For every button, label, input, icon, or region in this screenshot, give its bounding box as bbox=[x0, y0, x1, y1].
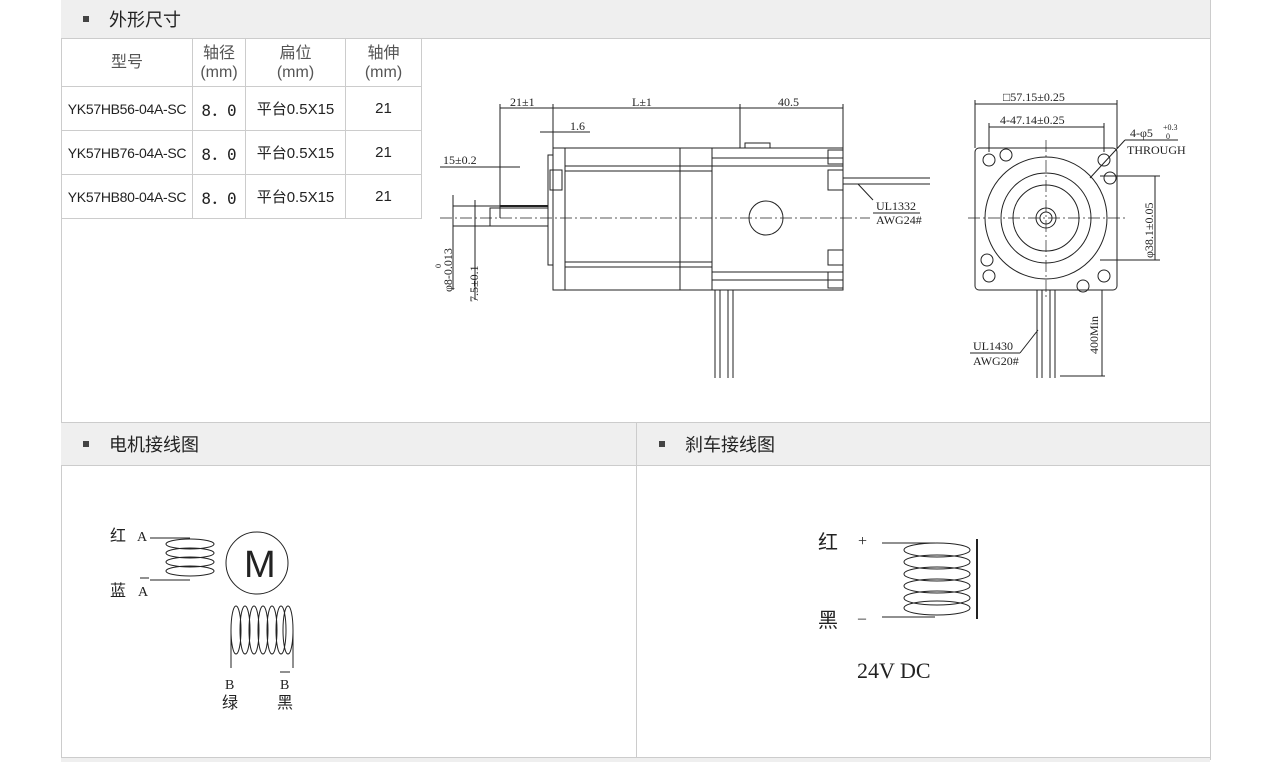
brake-voltage-label: 24V DC bbox=[857, 658, 931, 683]
col-shaft-len: 轴伸(mm) bbox=[345, 38, 422, 87]
dim-flat-depth: 7.5±0.1 bbox=[467, 265, 481, 302]
dim-lead-length: 400Min bbox=[1087, 316, 1101, 354]
wire-blue-label: 蓝 bbox=[110, 582, 126, 600]
brake-wire-black-label: 黑 bbox=[818, 610, 838, 632]
brake-wire-red-label: 红 bbox=[818, 531, 838, 554]
dim-boss: φ38.1±0.05 bbox=[1142, 202, 1156, 258]
section-title: 外形尺寸 bbox=[109, 10, 181, 30]
motor-front-view bbox=[968, 100, 1178, 378]
divider bbox=[636, 465, 637, 757]
bullet-icon bbox=[83, 16, 89, 22]
content-frame bbox=[61, 0, 1211, 760]
motor-wiring-diagram bbox=[140, 531, 294, 673]
bullet-icon bbox=[83, 441, 89, 447]
dim-square: □57.15±0.25 bbox=[1003, 90, 1065, 104]
table-header-row: 型号 轴径(mm) 扁位(mm) 轴伸(mm) bbox=[61, 38, 422, 87]
dim-rear-length: 40.5 bbox=[778, 95, 799, 109]
section-header-dimensions: 外形尺寸 bbox=[61, 0, 1210, 39]
motor-side-view bbox=[440, 104, 930, 378]
section-header-motor-wiring: 电机接线图 bbox=[61, 422, 637, 466]
brake-wiring-diagram bbox=[882, 539, 978, 619]
bullet-icon bbox=[659, 441, 665, 447]
section-header-brake-wiring: 刹车接线图 bbox=[636, 422, 1210, 466]
cable1-type: UL1332 bbox=[876, 199, 916, 213]
wire-green-label: 绿 bbox=[222, 694, 238, 712]
col-model: 型号 bbox=[61, 38, 193, 87]
svg-text:+0.3: +0.3 bbox=[1163, 123, 1178, 132]
cable1-awg: AWG24# bbox=[876, 213, 922, 227]
phase-b-label: B bbox=[225, 678, 234, 693]
cable2-type: UL1430 bbox=[973, 339, 1013, 353]
dim-hole-spacing: 4-47.14±0.25 bbox=[1000, 113, 1065, 127]
dim-through: THROUGH bbox=[1127, 143, 1186, 157]
dim-flat: 15±0.2 bbox=[443, 153, 477, 167]
phase-a-bar-label: A bbox=[138, 585, 149, 600]
brake-plus-label: + bbox=[858, 533, 867, 550]
svg-text:0: 0 bbox=[434, 264, 443, 268]
dim-shaft-dia: φ8-0.013 bbox=[441, 248, 455, 292]
dim-flange: 1.6 bbox=[570, 119, 585, 133]
divider bbox=[61, 757, 1210, 762]
cable2-awg: AWG20# bbox=[973, 354, 1019, 368]
dim-shaft-length: 21±1 bbox=[510, 95, 535, 109]
col-flat: 扁位(mm) bbox=[245, 38, 346, 87]
dim-body-length: L±1 bbox=[632, 95, 652, 109]
svg-text:0: 0 bbox=[1166, 132, 1170, 141]
brake-minus-label: – bbox=[857, 610, 867, 627]
phase-b-bar-label: B bbox=[280, 678, 289, 693]
wire-black-label: 黑 bbox=[277, 695, 293, 712]
dim-hole-dia: 4-φ5 bbox=[1130, 126, 1153, 140]
phase-a-label: A bbox=[137, 530, 148, 545]
wire-red-label: 红 bbox=[110, 527, 126, 545]
motor-symbol: M bbox=[244, 544, 276, 586]
